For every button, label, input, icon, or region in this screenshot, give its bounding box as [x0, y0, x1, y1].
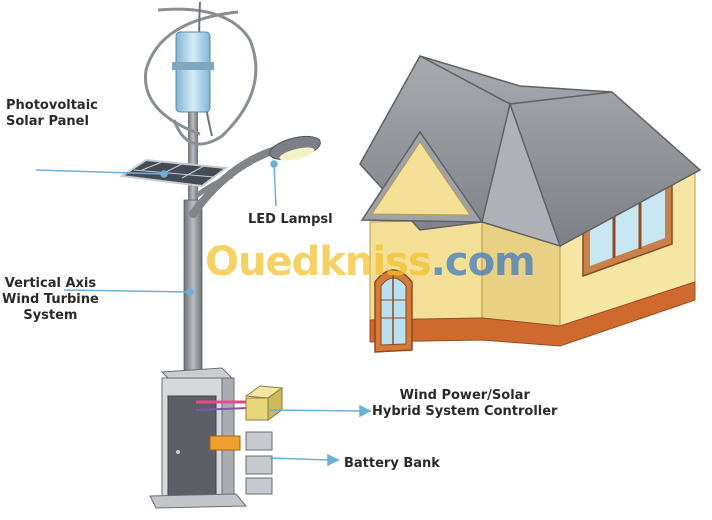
label-vertical-axis-wind-turbine: Vertical Axis Wind Turbine System: [2, 276, 99, 324]
label-led-lamp-text: LED Lampsl: [248, 212, 333, 227]
turbine-generator: [175, 31, 211, 113]
leader-led-lamp: [273, 163, 277, 207]
label-led-lamp: LED Lampsl: [248, 212, 333, 228]
leader-controller: [267, 409, 361, 412]
watermark-part-1: Ouedkniss: [205, 239, 432, 285]
label-photovoltaic-solar-panel: Photovoltaic Solar Panel: [6, 98, 98, 130]
label-controller-line-1: Wind Power/Solar: [399, 388, 530, 403]
hybrid-controller-box: [244, 385, 284, 421]
label-solar-line-1: Photovoltaic: [6, 98, 98, 113]
battery-bank-cells: [209, 431, 273, 495]
street-light-pole: [119, 40, 321, 509]
watermark-part-2: .com: [430, 239, 536, 285]
label-turbine-line-2: Wind Turbine: [2, 292, 99, 307]
label-turbine-line-3: System: [23, 308, 78, 323]
house-roof-side-gable: [481, 101, 562, 248]
house: [359, 55, 702, 353]
leader-solar-panel: [35, 169, 165, 175]
label-turbine-line-1: Vertical Axis: [4, 276, 97, 291]
leader-lines: [35, 160, 372, 467]
label-solar-line-2: Solar Panel: [6, 114, 89, 129]
label-hybrid-controller: Wind Power/Solar Hybrid System Controlle…: [372, 388, 557, 420]
pole-shaft: [183, 199, 203, 371]
vertical-axis-wind-turbine: [143, 1, 258, 146]
leader-wind-turbine: [63, 289, 191, 293]
solar-panel: [119, 158, 229, 188]
label-controller-line-2: Hybrid System Controller: [372, 404, 558, 419]
label-battery-text: Battery Bank: [344, 456, 440, 471]
watermark: Ouedkniss.com: [205, 238, 536, 286]
label-battery-bank: Battery Bank: [344, 456, 440, 472]
led-lamp-head: [269, 135, 321, 161]
leader-battery: [269, 457, 329, 461]
